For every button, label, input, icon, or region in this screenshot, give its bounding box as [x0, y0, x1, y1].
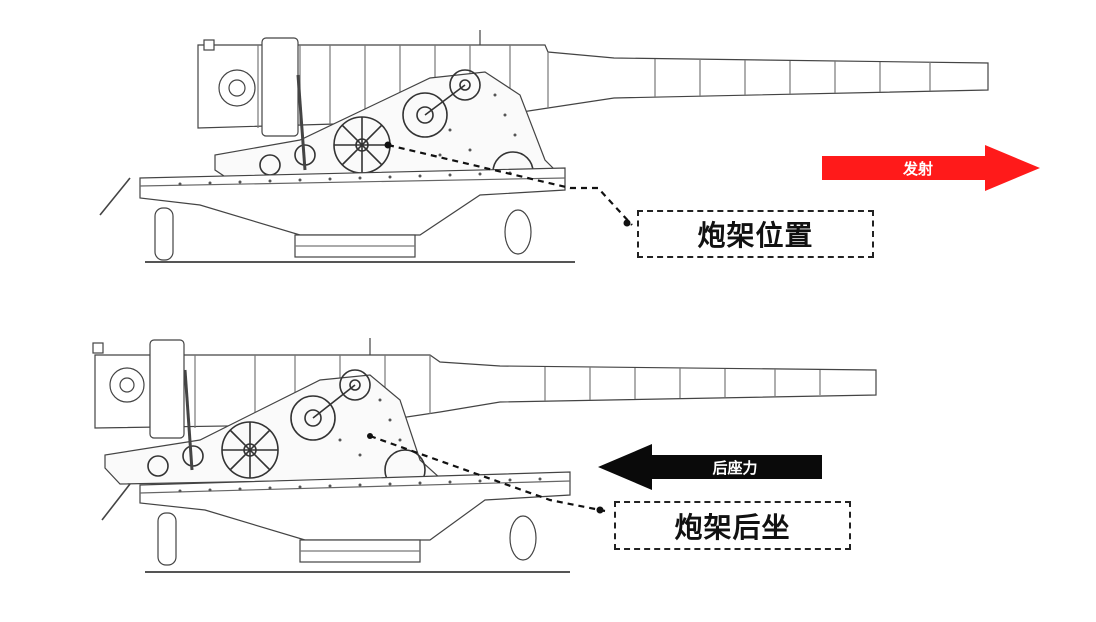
- fire-arrow-label: 发射: [902, 159, 933, 178]
- carriage-recoil-label: 炮架后坐: [614, 501, 851, 550]
- carriage-position-label: 炮架位置: [637, 210, 874, 258]
- leader-line-bottom: [369, 434, 606, 513]
- recoil-arrow: [598, 444, 822, 490]
- leader-dot-bottom: [367, 433, 373, 439]
- cannon-bottom: [92, 338, 877, 573]
- leader-line-top: [387, 143, 633, 226]
- leader-dot-bottom-end: [596, 506, 604, 514]
- leader-dot-top: [384, 141, 392, 149]
- fire-arrow: [822, 145, 1040, 191]
- cannon-top: [99, 30, 989, 263]
- recoil-arrow-label: 后座力: [712, 458, 758, 477]
- leader-dot-top-end: [623, 219, 631, 227]
- leader-lines: [369, 143, 633, 513]
